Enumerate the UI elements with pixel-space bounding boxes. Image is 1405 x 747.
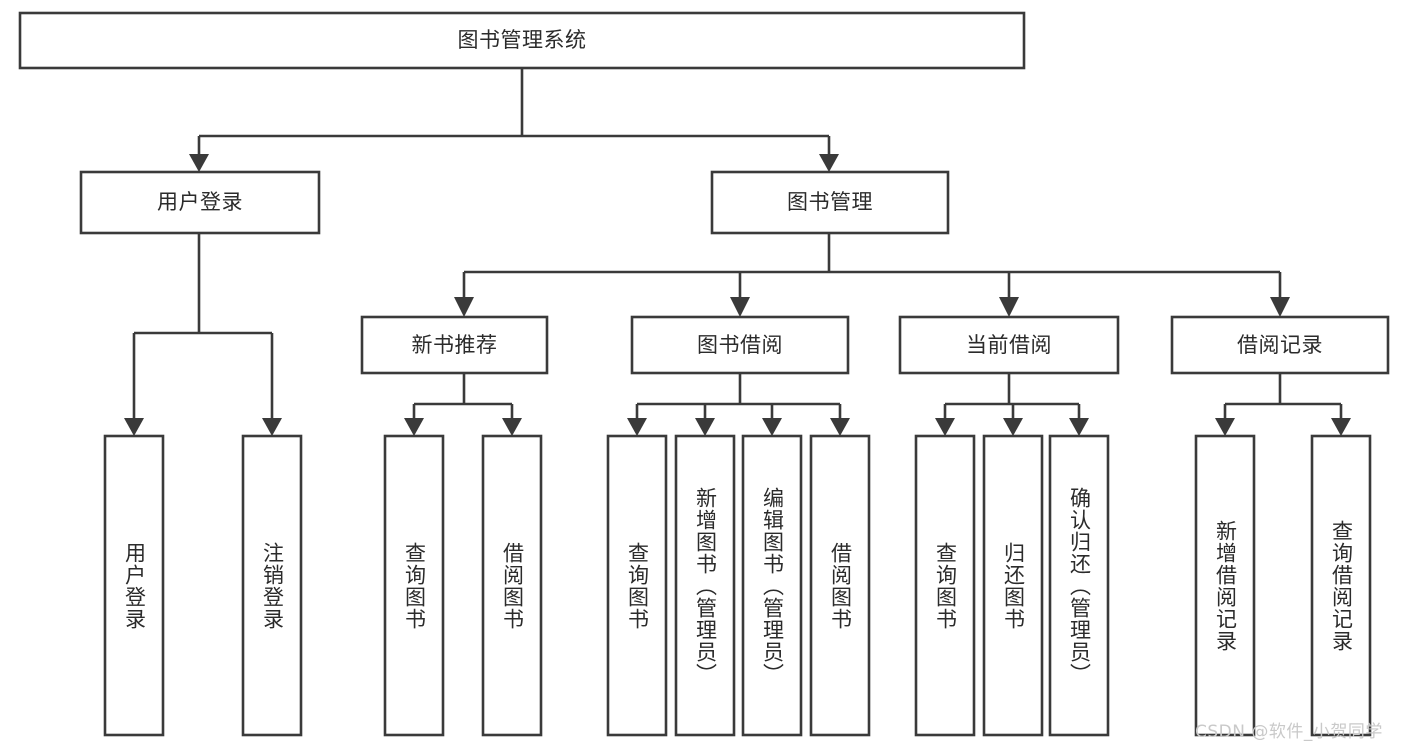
arrow-head-cb-leaf-3 [1069, 418, 1089, 436]
node-box-book-manage[interactable] [710, 170, 950, 235]
node-box-book-borrow[interactable] [630, 315, 850, 375]
arrow-head-leaf-logout [262, 418, 282, 436]
node-box-current-borrow[interactable] [898, 315, 1120, 375]
node-box-leaf-cb-confirm[interactable] [1048, 434, 1110, 737]
arrow-head-new-book-recommend [454, 297, 474, 317]
node-box-leaf-bb-edit[interactable] [741, 434, 803, 737]
node-box-leaf-nb-query[interactable] [383, 434, 445, 737]
node-box-leaf-bb-borrow[interactable] [809, 434, 871, 737]
arrow-head-borrow-record [1270, 297, 1290, 317]
arrow-head-current-borrow [999, 297, 1019, 317]
arrow-head-bb-leaf-2 [695, 418, 715, 436]
node-box-leaf-br-query[interactable] [1310, 434, 1372, 737]
node-box-leaf-cb-return[interactable] [982, 434, 1044, 737]
arrow-head-nb-leaf-2 [502, 418, 522, 436]
node-box-leaf-br-add[interactable] [1194, 434, 1256, 737]
node-box-leaf-user-login[interactable] [103, 434, 165, 737]
arrow-head-br-leaf-1 [1215, 418, 1235, 436]
node-box-leaf-logout[interactable] [241, 434, 303, 737]
arrow-head-cb-leaf-1 [935, 418, 955, 436]
arrow-head-bb-leaf-4 [830, 418, 850, 436]
node-box-leaf-cb-query[interactable] [914, 434, 976, 737]
node-box-leaf-bb-add[interactable] [674, 434, 736, 737]
node-box-root[interactable] [18, 11, 1026, 70]
arrow-head-user-login [189, 154, 209, 172]
arrow-head-leaf-user-login [124, 418, 144, 436]
node-box-leaf-nb-borrow[interactable] [481, 434, 543, 737]
arrow-head-br-leaf-2 [1331, 418, 1351, 436]
node-box-leaf-bb-query[interactable] [606, 434, 668, 737]
arrow-head-bb-leaf-1 [627, 418, 647, 436]
arrow-head-book-borrow [730, 297, 750, 317]
arrow-head-bb-leaf-3 [762, 418, 782, 436]
node-box-new-book-recommend[interactable] [360, 315, 549, 375]
arrow-head-cb-leaf-2 [1003, 418, 1023, 436]
node-box-borrow-record[interactable] [1170, 315, 1390, 375]
node-box-user-login[interactable] [79, 170, 321, 235]
arrow-head-nb-leaf-1 [404, 418, 424, 436]
arrow-head-book-manage [819, 154, 839, 172]
